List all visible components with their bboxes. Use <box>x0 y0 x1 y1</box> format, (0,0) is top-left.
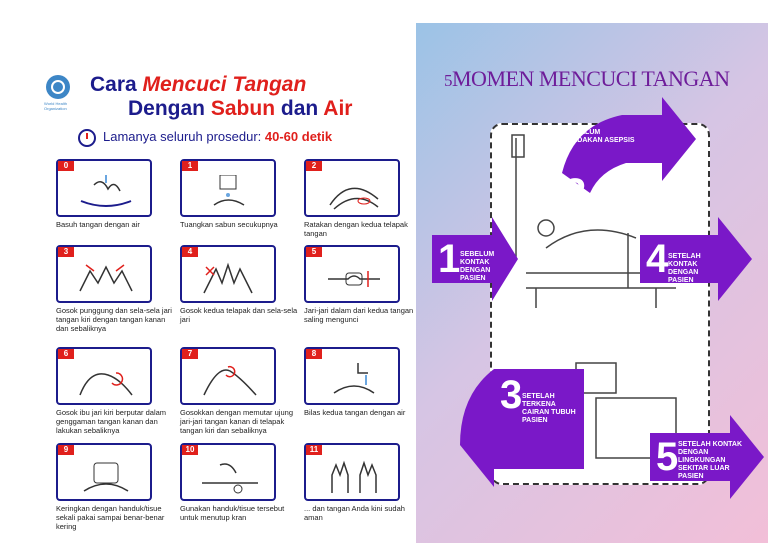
step-4: 4 Gosok kedua telapak dan sela-sela jari <box>180 245 298 324</box>
moments-arrows <box>432 97 764 499</box>
fingertips-rub-icon <box>203 365 257 396</box>
moment-1-number: 1 <box>438 237 461 281</box>
step-11: 11 ... dan tangan Anda kini sudah aman <box>304 443 405 522</box>
timer-icon <box>78 129 96 147</box>
moment-2-arrow <box>562 97 696 193</box>
poster-title-line2: Dengan Sabun dan Air <box>128 97 353 120</box>
moment-3-number: 3 <box>500 373 523 417</box>
step-0: 0 Basuh tangan dengan air <box>56 159 172 229</box>
moment-1-text: SEBELUM KONTAK DENGAN PASIEN <box>460 251 495 282</box>
thumb-rotate-icon <box>79 372 133 396</box>
step-5: 5 Jari-jari dalam dari kedua tangan sali… <box>304 245 414 324</box>
back-of-hands-icon <box>79 264 133 292</box>
duration-text: Lamanya seluruh prosedur: 40-60 detik <box>103 129 333 144</box>
step-9: 9 Keringkan dengan handuk/tisue sekali p… <box>56 443 165 531</box>
palms-rub-icon <box>329 187 379 210</box>
hands-water-icon <box>80 175 132 207</box>
soap-dispenser-icon <box>213 175 245 206</box>
who-label: World Health Organization <box>44 101 68 111</box>
who-logo-icon <box>46 75 70 99</box>
rinse-hands-icon <box>333 363 375 394</box>
moment-1-arrow <box>432 217 518 301</box>
moment-4-arrow <box>640 217 752 301</box>
moment-4-number: 4 <box>646 237 669 281</box>
moment-5-text: SETELAH KONTAK DENGAN LINGKUNGAN SEKITAR… <box>678 441 743 480</box>
moment-5-arrow <box>650 415 764 499</box>
step-1: 1 Tuangkan sabun secukupnya <box>180 159 278 229</box>
step-3: 3 Gosok punggung dan sela-sela jari tang… <box>56 245 172 333</box>
handwashing-poster: World Health Organization Cara Mencuci T… <box>38 45 413 540</box>
step-7: 7 Gosokkan dengan memutar ujung jari-jar… <box>180 347 293 435</box>
moment-2-text: SEBELUM TINDAKAN ASEPSIS <box>566 129 635 144</box>
step-10: 10 Gunakan handuk/tisue tersebut untuk m… <box>180 443 285 522</box>
close-tap-icon <box>202 463 258 494</box>
interlace-fingers-icon <box>203 262 253 294</box>
dry-towel-icon <box>83 462 129 492</box>
clean-hands-icon <box>331 460 377 493</box>
locked-fingers-icon <box>328 271 380 287</box>
moment-2-number: 2 <box>564 171 587 215</box>
moment-3-text: SETELAH TERKENA CAIRAN TUBUH PASIEN <box>522 393 576 424</box>
moment-4-text: SETELAH KONTAK DENGAN PASIEN <box>668 253 701 284</box>
moment-3-arrow <box>460 369 584 487</box>
step-2: 2 Ratakan dengan kedua telapak tangan <box>304 159 408 238</box>
moment-5-number: 5 <box>656 435 679 479</box>
step-8: 8 Bilas kedua tangan dengan air <box>304 347 406 417</box>
moments-title: 5MOMEN MENCUCI TANGAN <box>444 66 730 91</box>
five-moments-poster: 5MOMEN MENCUCI TANGAN 1 SEBELUM KONTAK D… <box>416 23 768 543</box>
step-6: 6 Gosok ibu jari kiri berputar dalam gen… <box>56 347 167 435</box>
poster-title-line1: Cara Mencuci Tangan <box>90 73 307 96</box>
